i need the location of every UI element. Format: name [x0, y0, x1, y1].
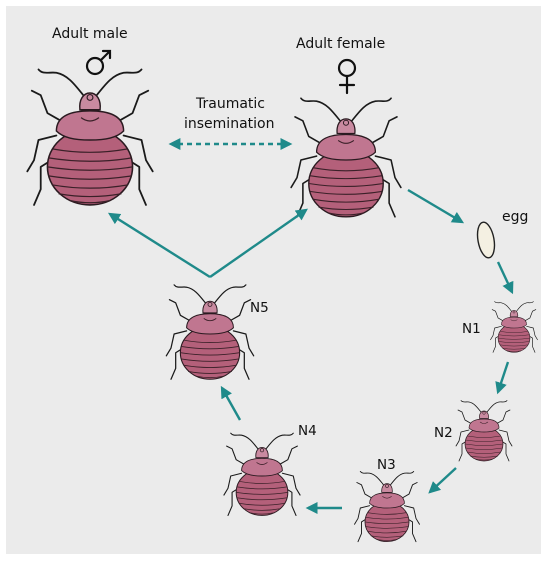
- n4-label: N4: [298, 423, 317, 439]
- n3-label: N3: [377, 457, 396, 473]
- traumatic-label-line2: insemination: [184, 116, 274, 132]
- n5-label: N5: [250, 300, 269, 316]
- n2-label: N2: [434, 425, 453, 441]
- egg-label: egg: [502, 209, 528, 225]
- n1-label: N1: [462, 321, 481, 337]
- adult-female-label: Adult female: [296, 36, 385, 52]
- traumatic-label-line1: Traumatic: [195, 96, 265, 112]
- adult-male-label: Adult male: [52, 26, 128, 42]
